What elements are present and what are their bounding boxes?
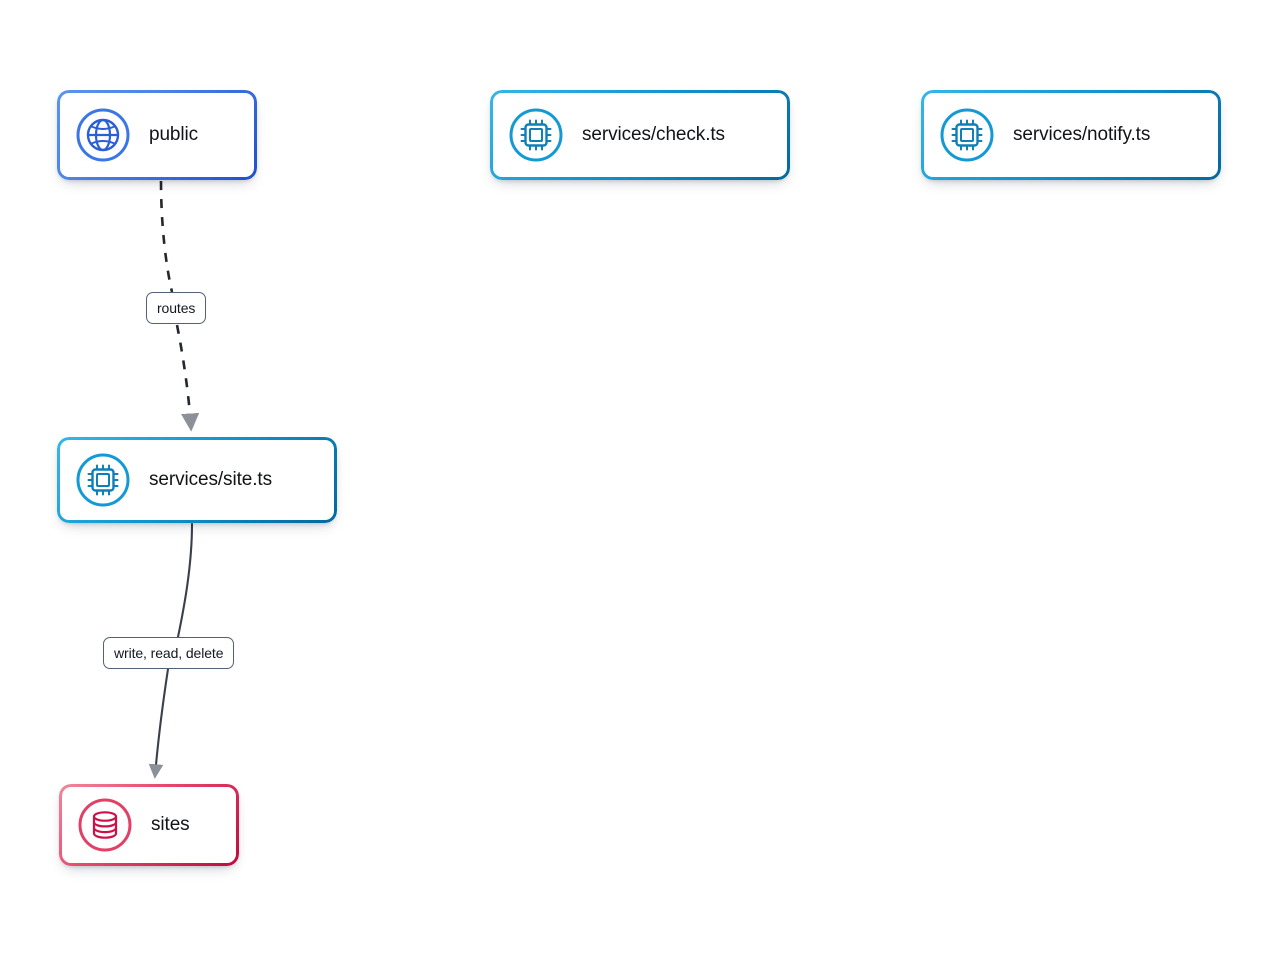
chip-icon <box>939 107 995 163</box>
node-label: services/site.ts <box>149 468 272 490</box>
globe-icon <box>75 107 131 163</box>
node-services-notify[interactable]: services/notify.ts <box>921 90 1221 180</box>
node-services-site[interactable]: services/site.ts <box>57 437 337 523</box>
chip-icon <box>75 452 131 508</box>
edge-site-sites-lower <box>148 667 170 779</box>
edge-label-routes[interactable]: routes <box>146 292 207 324</box>
edge-public-site-upper <box>159 180 174 293</box>
node-sites[interactable]: sites <box>59 784 239 866</box>
edge-label-text: write, read, delete <box>114 645 224 661</box>
node-label: services/check.ts <box>582 123 725 145</box>
node-label: sites <box>151 813 190 835</box>
edge-public-site-lower <box>175 324 200 432</box>
chip-icon <box>508 107 564 163</box>
node-label: services/notify.ts <box>1013 123 1151 145</box>
node-label: public <box>149 123 199 145</box>
node-public[interactable]: public <box>57 90 257 180</box>
edge-label-write-read-delete[interactable]: write, read, delete <box>103 637 235 669</box>
database-icon <box>77 797 133 853</box>
edge-label-text: routes <box>157 300 196 316</box>
node-services-check[interactable]: services/check.ts <box>490 90 790 180</box>
edge-site-sites-upper <box>176 522 194 639</box>
